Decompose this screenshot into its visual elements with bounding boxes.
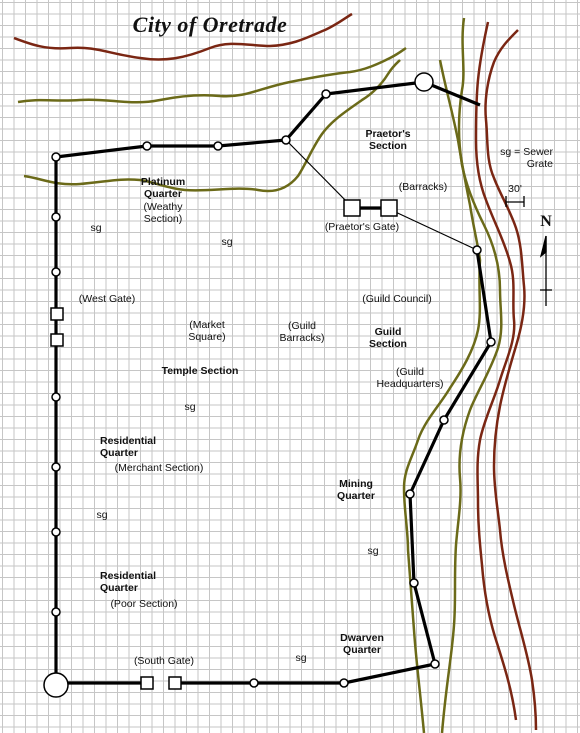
label-guild-council: (Guild Council) <box>362 293 432 305</box>
label-barracks: (Barracks) <box>398 181 448 193</box>
label-praetors-section: Praetor's Section <box>365 128 411 152</box>
ridge-line-olive-lower <box>23 59 401 193</box>
north-label: N <box>540 213 552 230</box>
ridge-line-red-top <box>13 12 353 61</box>
legend-scale-label: 30' <box>508 183 522 195</box>
gate-house-south-west <box>140 676 154 690</box>
sewer-grate-label: sg <box>184 401 196 413</box>
wall-tower <box>51 152 61 162</box>
wall-tower <box>142 141 152 151</box>
road-line-thin <box>285 139 353 208</box>
wall-tower <box>281 135 291 145</box>
wall-tower <box>51 392 61 402</box>
label-guild-section: Guild Section <box>369 326 407 350</box>
wall-tower <box>439 415 449 425</box>
gate-houses <box>50 199 398 690</box>
sewer-grate-label: sg <box>367 545 379 557</box>
label-dwarven-quarter: Dwarven Quarter <box>340 632 384 656</box>
wall-tower <box>430 659 440 669</box>
gate-house-praetor-west <box>343 199 361 217</box>
wall-tower-large <box>43 672 69 698</box>
wall-tower <box>405 489 415 499</box>
wall-tower <box>51 607 61 617</box>
legend-sewer-grate: sg = Sewer Grate <box>500 146 553 170</box>
label-guild-barracks: (Guild Barracks) <box>279 320 325 344</box>
ridge-line-olive-upper <box>17 46 407 104</box>
wall-tower-large <box>414 72 434 92</box>
label-residential-poor: Residential Quarter <box>100 570 157 594</box>
wall-tower <box>51 212 61 222</box>
label-market-square: (Market Square) <box>188 319 226 343</box>
wall-tower <box>51 267 61 277</box>
label-south-gate: (South Gate) <box>133 655 195 667</box>
label-guild-headquarters: (Guild Headquarters) <box>376 366 444 390</box>
label-poor-section: (Poor Section) <box>110 598 178 610</box>
map-title: City of Oretrade <box>132 12 288 37</box>
river-bank-olive-inner <box>402 59 482 733</box>
sewer-grate-label: sg <box>221 236 233 248</box>
label-mining-quarter: Mining Quarter <box>337 478 375 502</box>
label-merchant-section: (Merchant Section) <box>114 462 204 474</box>
gate-house-west-south <box>50 333 64 347</box>
sewer-grate-label: sg <box>90 222 102 234</box>
label-west-gate: (West Gate) <box>78 293 136 305</box>
wall-tower <box>213 141 223 151</box>
label-wealthy-section: (Weathy Section) <box>143 201 183 225</box>
wall-tower <box>486 337 496 347</box>
sewer-grate-label: sg <box>96 509 108 521</box>
wall-tower <box>249 678 259 688</box>
label-platinum-quarter: Platinum Quarter <box>140 176 186 200</box>
wall-tower <box>51 527 61 537</box>
gate-house-praetor-east <box>380 199 398 217</box>
sewer-grate-label: sg <box>295 652 307 664</box>
wall-tower <box>409 578 419 588</box>
gate-house-south-east <box>168 676 182 690</box>
river-bank-red-outer <box>484 29 538 731</box>
wall-tower <box>321 89 331 99</box>
wall-tower <box>51 462 61 472</box>
wall-tower <box>339 678 349 688</box>
river-bank-red-inner <box>474 21 518 721</box>
label-praetors-gate: (Praetor's Gate) <box>324 221 400 233</box>
scale-bar <box>505 196 525 207</box>
label-temple-section: Temple Section <box>161 365 239 377</box>
north-arrow-icon <box>539 235 552 306</box>
gate-house-west-north <box>50 307 64 321</box>
wall-tower <box>472 245 482 255</box>
river-bank-olive-outer <box>440 17 503 733</box>
label-residential-merchant: Residential Quarter <box>100 435 157 459</box>
road-line-thin-east <box>388 208 478 251</box>
wall-towers <box>43 72 496 698</box>
